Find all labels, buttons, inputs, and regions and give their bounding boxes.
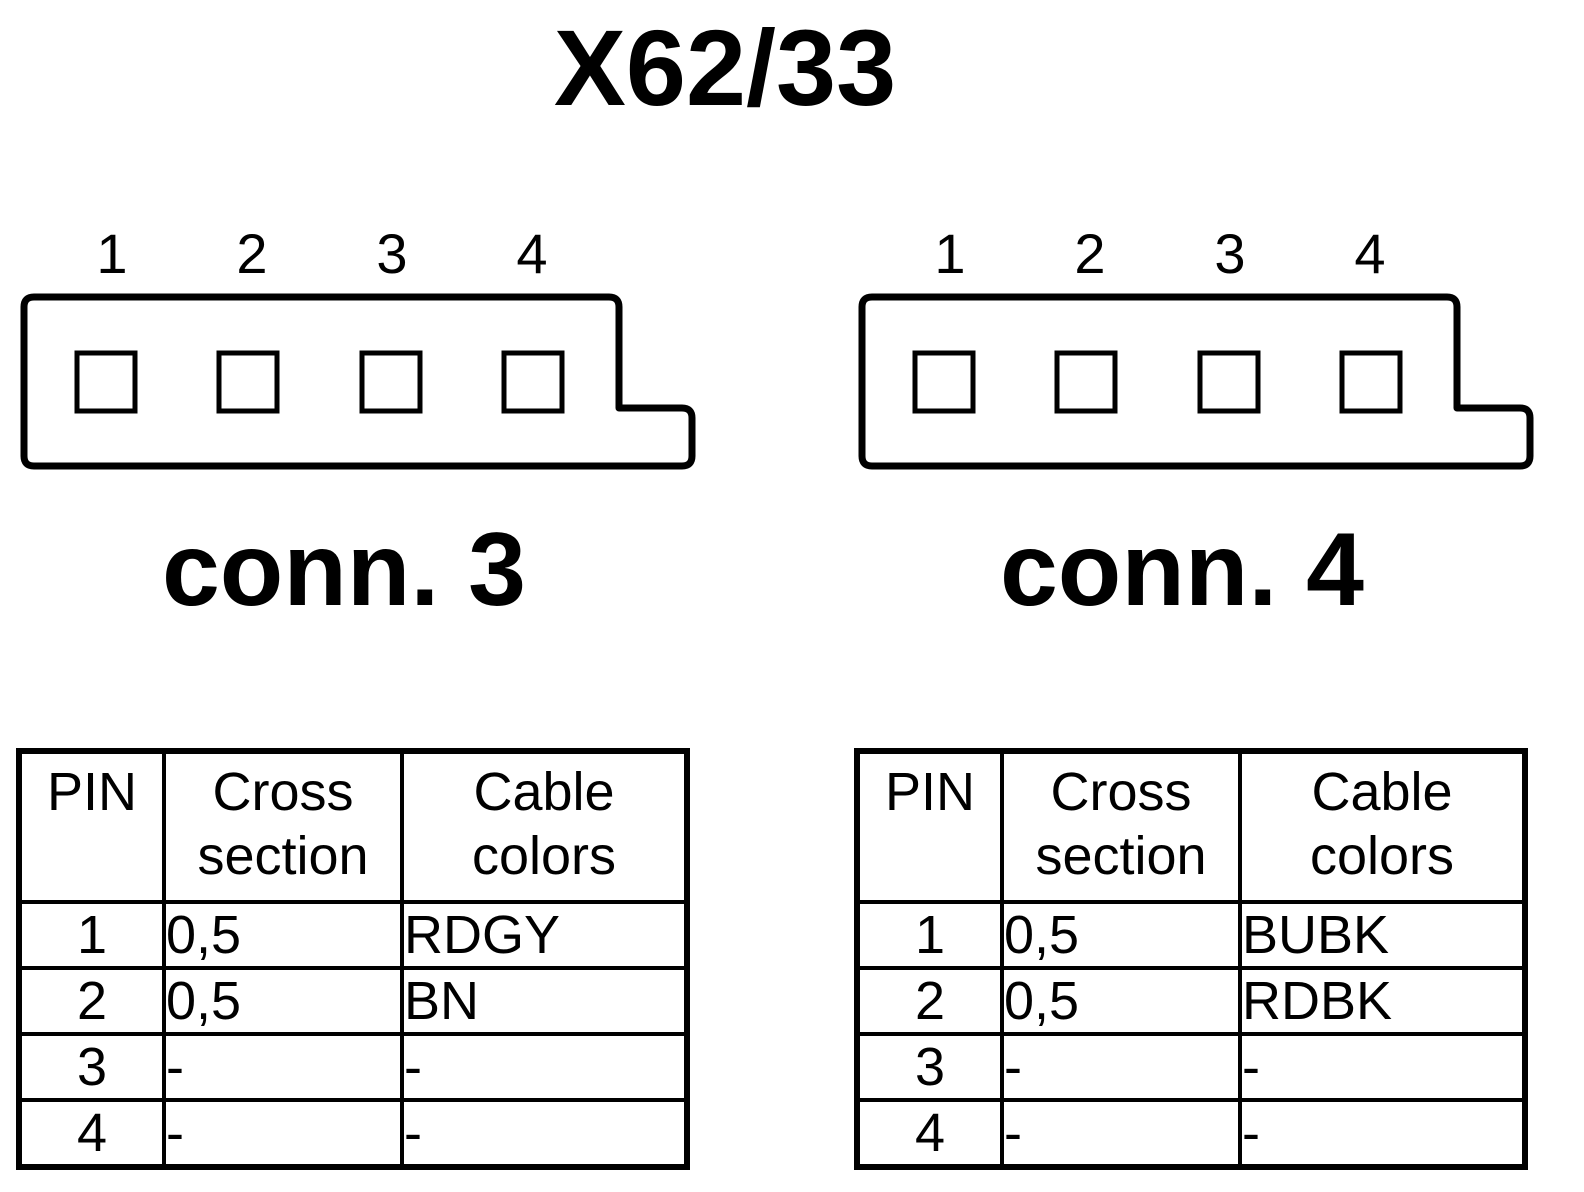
pin-socket-4 (501, 350, 565, 414)
pin-number-2: 2 (236, 222, 268, 285)
cell-cross-section: - (162, 1032, 404, 1102)
connector-3: 1 2 3 4 conn. 3 (14, 210, 734, 630)
table-row: 4 - - (17, 1098, 689, 1169)
cell-cable-colors: - (400, 1032, 689, 1102)
header-cable-colors: Cable colors (400, 749, 689, 904)
cell-pin: 3 (17, 1032, 166, 1102)
diagram-title: X62/33 (553, 7, 897, 128)
table-header-row: PIN Cross section Cable colors (17, 749, 689, 904)
pin-number-3: 3 (1214, 222, 1246, 285)
cell-pin: 2 (17, 966, 166, 1036)
pin-table-conn-4: PIN Cross section Cable colors 1 0,5 BUB… (854, 748, 1528, 1170)
cell-pin: 1 (855, 900, 1004, 970)
pin-socket-2 (216, 350, 280, 414)
cell-cable-colors: BN (400, 966, 689, 1036)
cell-cable-colors: - (1238, 1098, 1527, 1169)
pin-socket-3 (359, 350, 423, 414)
table-header-row: PIN Cross section Cable colors (855, 749, 1527, 904)
header-pin: PIN (855, 749, 1004, 904)
header-cable-colors: Cable colors (1238, 749, 1527, 904)
connector-housing-shape (20, 293, 696, 470)
cell-cable-colors: - (400, 1098, 689, 1169)
cell-cable-colors: BUBK (1238, 900, 1527, 970)
table-row: 4 - - (855, 1098, 1527, 1169)
cell-pin: 2 (855, 966, 1004, 1036)
cell-cross-section: 0,5 (1000, 900, 1242, 970)
cell-cross-section: 0,5 (162, 900, 404, 970)
connector-4: 1 2 3 4 conn. 4 (852, 210, 1572, 630)
table-row: 3 - - (855, 1032, 1527, 1102)
pin-socket-2 (1054, 350, 1118, 414)
cell-cross-section: - (162, 1098, 404, 1169)
cell-cross-section: 0,5 (162, 966, 404, 1036)
table-row: 3 - - (17, 1032, 689, 1102)
pin-number-3: 3 (376, 222, 408, 285)
pin-number-4: 4 (1354, 222, 1386, 285)
table-row: 2 0,5 BN (17, 966, 689, 1036)
cell-cable-colors: RDBK (1238, 966, 1527, 1036)
connector-housing-shape (858, 293, 1534, 470)
cell-pin: 1 (17, 900, 166, 970)
pin-table-conn-3: PIN Cross section Cable colors 1 0,5 RDG… (16, 748, 690, 1170)
pin-socket-1 (912, 350, 976, 414)
pin-socket-1 (74, 350, 138, 414)
connector-label: conn. 3 (161, 512, 527, 628)
pin-number-1: 1 (934, 222, 966, 285)
header-cross-section: Cross section (1000, 749, 1242, 904)
cell-pin: 4 (855, 1098, 1004, 1169)
table-row: 2 0,5 RDBK (855, 966, 1527, 1036)
table-row: 1 0,5 RDGY (17, 900, 689, 970)
cell-pin: 3 (855, 1032, 1004, 1102)
table-row: 1 0,5 BUBK (855, 900, 1527, 970)
pin-socket-4 (1339, 350, 1403, 414)
header-pin: PIN (17, 749, 166, 904)
cell-cross-section: 0,5 (1000, 966, 1242, 1036)
pin-number-4: 4 (516, 222, 548, 285)
pin-number-2: 2 (1074, 222, 1106, 285)
cell-pin: 4 (17, 1098, 166, 1169)
connector-label: conn. 4 (999, 512, 1365, 628)
pin-socket-3 (1197, 350, 1261, 414)
header-cross-section: Cross section (162, 749, 404, 904)
pin-number-1: 1 (96, 222, 128, 285)
cell-cable-colors: RDGY (400, 900, 689, 970)
cell-cross-section: - (1000, 1032, 1242, 1102)
cell-cable-colors: - (1238, 1032, 1527, 1102)
cell-cross-section: - (1000, 1098, 1242, 1169)
